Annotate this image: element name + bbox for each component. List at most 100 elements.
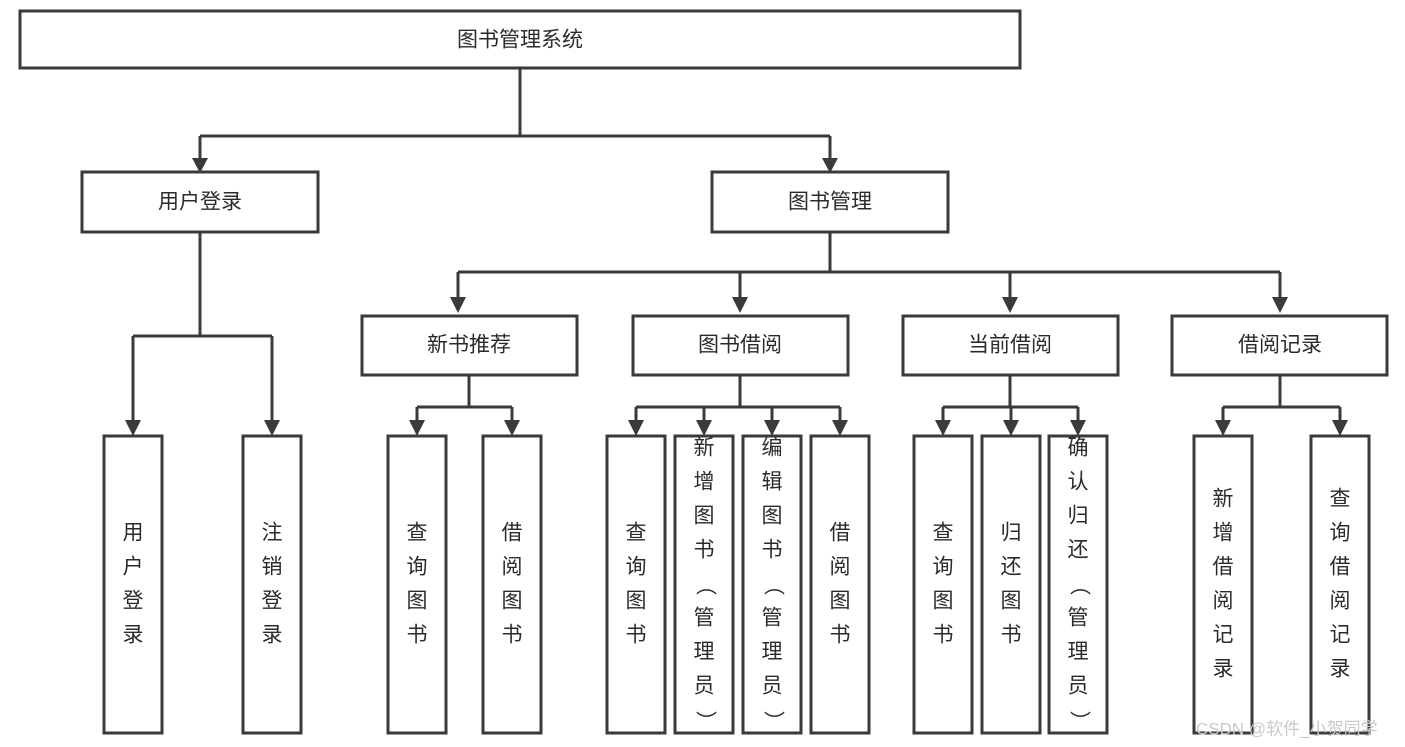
node-leaf-query-book-2-box[interactable] [605, 434, 667, 735]
arrow-head-leaf-confirm-return [1070, 420, 1086, 436]
vertical-char: 员 [694, 675, 715, 698]
arrow-head-book-borrow [732, 297, 748, 313]
vertical-char: 借 [502, 522, 523, 545]
vertical-char: 管 [1068, 607, 1089, 630]
vertical-char: 询 [933, 556, 954, 579]
vertical-char: 书 [626, 624, 647, 647]
vertical-char: 阅 [830, 556, 851, 579]
node-user-login-box[interactable] [80, 170, 320, 234]
node-root[interactable]: 图书管理系统 [18, 9, 1022, 70]
node-leaf-confirm-return-box[interactable] [1047, 434, 1109, 735]
vertical-char: （ [1067, 575, 1090, 596]
node-leaf-logout-box[interactable] [241, 434, 303, 735]
node-leaf-user-login[interactable]: 用户登录 [102, 434, 164, 735]
vertical-char: 查 [1330, 488, 1351, 511]
node-leaf-borrow-book-1-box[interactable] [481, 434, 543, 735]
vertical-char: 登 [262, 590, 283, 613]
vertical-char: 图 [830, 590, 851, 613]
node-leaf-add-record-box[interactable] [1192, 434, 1254, 735]
vertical-char: 查 [933, 522, 954, 545]
vertical-char: 阅 [1213, 590, 1234, 613]
vertical-char: 图 [407, 590, 428, 613]
node-leaf-add-book-box[interactable] [673, 434, 735, 735]
vertical-char: 图 [626, 590, 647, 613]
node-book-borrow[interactable]: 图书借阅 [631, 314, 850, 377]
vertical-char: 书 [762, 539, 783, 562]
vertical-char: 员 [762, 675, 783, 698]
arrow-head-leaf-borrow-book-2 [832, 420, 848, 436]
vertical-char: 记 [1213, 624, 1234, 647]
node-book-manage[interactable]: 图书管理 [710, 170, 950, 234]
arrow-head-leaf-borrow-book-1 [504, 420, 520, 436]
vertical-char: 书 [694, 539, 715, 562]
node-book-borrow-box[interactable] [631, 314, 850, 377]
node-book-manage-box[interactable] [710, 170, 950, 234]
node-borrow-record-label: 借阅记录 [1238, 334, 1322, 357]
node-borrow-record-box[interactable] [1170, 314, 1389, 377]
vertical-char: 管 [694, 607, 715, 630]
vertical-char: 录 [1330, 658, 1351, 681]
vertical-char: （ [693, 575, 716, 596]
arrow-head-borrow-record [1272, 297, 1288, 313]
node-leaf-user-login-box[interactable] [102, 434, 164, 735]
node-new-book-rec[interactable]: 新书推荐 [360, 314, 579, 377]
vertical-char: 图 [694, 505, 715, 528]
node-new-book-rec-box[interactable] [360, 314, 579, 377]
node-user-login-label: 用户登录 [158, 191, 242, 214]
node-leaf-borrow-book-2-box[interactable] [809, 434, 871, 735]
node-book-borrow-label: 图书借阅 [698, 334, 782, 357]
arrow-head-user-login [192, 158, 208, 173]
vertical-char: 阅 [502, 556, 523, 579]
arrow-head-leaf-logout [264, 420, 280, 436]
node-new-book-rec-label: 新书推荐 [427, 334, 511, 357]
vertical-char: 增 [1213, 522, 1234, 545]
node-leaf-edit-book-box[interactable] [741, 434, 803, 735]
vertical-char: 记 [1330, 624, 1351, 647]
node-leaf-query-record-box[interactable] [1309, 434, 1371, 735]
node-book-manage-label: 图书管理 [788, 191, 872, 214]
vertical-char: 书 [1001, 624, 1022, 647]
vertical-char: 还 [1068, 539, 1089, 562]
node-leaf-query-book-1-box[interactable] [386, 434, 448, 735]
vertical-char: 登 [123, 590, 144, 613]
vertical-char: ） [761, 711, 784, 732]
node-current-borrow[interactable]: 当前借阅 [901, 314, 1120, 377]
vertical-char: 书 [502, 624, 523, 647]
node-root-box[interactable] [18, 9, 1022, 70]
vertical-char: 辑 [762, 471, 783, 494]
node-leaf-query-book-3-box[interactable] [912, 434, 974, 735]
node-leaf-return-book-box[interactable] [980, 434, 1042, 735]
vertical-char: 图 [502, 590, 523, 613]
node-borrow-record[interactable]: 借阅记录 [1170, 314, 1389, 377]
vertical-char: 编 [762, 437, 783, 460]
node-user-login[interactable]: 用户登录 [80, 170, 320, 234]
arrow-head-leaf-query-record [1332, 420, 1348, 436]
vertical-char: 书 [933, 624, 954, 647]
vertical-char: 确 [1068, 437, 1089, 460]
arrow-head-leaf-add-book [696, 420, 712, 436]
vertical-char: 认 [1068, 471, 1089, 494]
node-current-borrow-box[interactable] [901, 314, 1120, 377]
vertical-char: 图 [933, 590, 954, 613]
vertical-char: 借 [1330, 556, 1351, 579]
arrow-head-leaf-query-book-3 [935, 420, 951, 436]
